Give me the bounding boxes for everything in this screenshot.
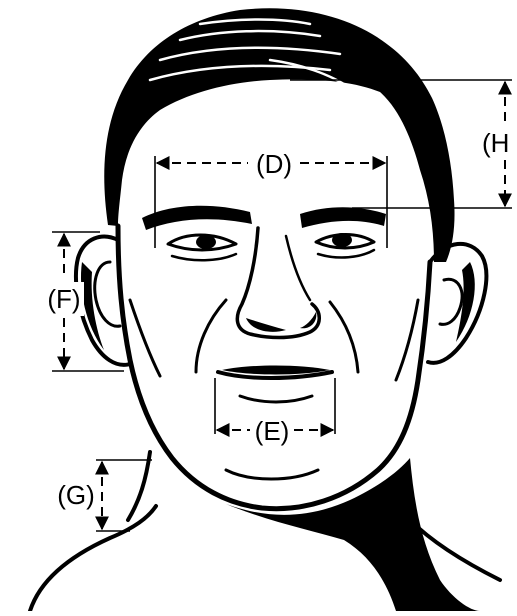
neck-left xyxy=(126,450,152,522)
cheek-folds xyxy=(194,298,228,374)
label-e: (E) xyxy=(255,416,290,446)
face-outline xyxy=(115,223,433,512)
mouth xyxy=(216,370,334,380)
label-d: (D) xyxy=(256,149,292,179)
left-eyebrow xyxy=(142,205,252,230)
measure-h xyxy=(290,79,512,209)
measure-e xyxy=(214,378,336,437)
right-ear xyxy=(426,241,489,365)
chin xyxy=(224,468,320,481)
measure-f xyxy=(52,231,124,372)
portrait-drawing xyxy=(28,8,502,613)
measure-g xyxy=(95,459,152,532)
measure-d xyxy=(154,156,388,248)
label-h: (H xyxy=(482,128,509,158)
nose xyxy=(235,226,321,340)
left-eye xyxy=(166,233,238,252)
neck-shadow xyxy=(226,458,480,611)
label-f: (F) xyxy=(47,284,80,314)
collar xyxy=(28,504,158,613)
label-g: (G) xyxy=(57,480,95,510)
right-eye xyxy=(314,233,376,250)
right-eyebrow xyxy=(300,207,386,228)
